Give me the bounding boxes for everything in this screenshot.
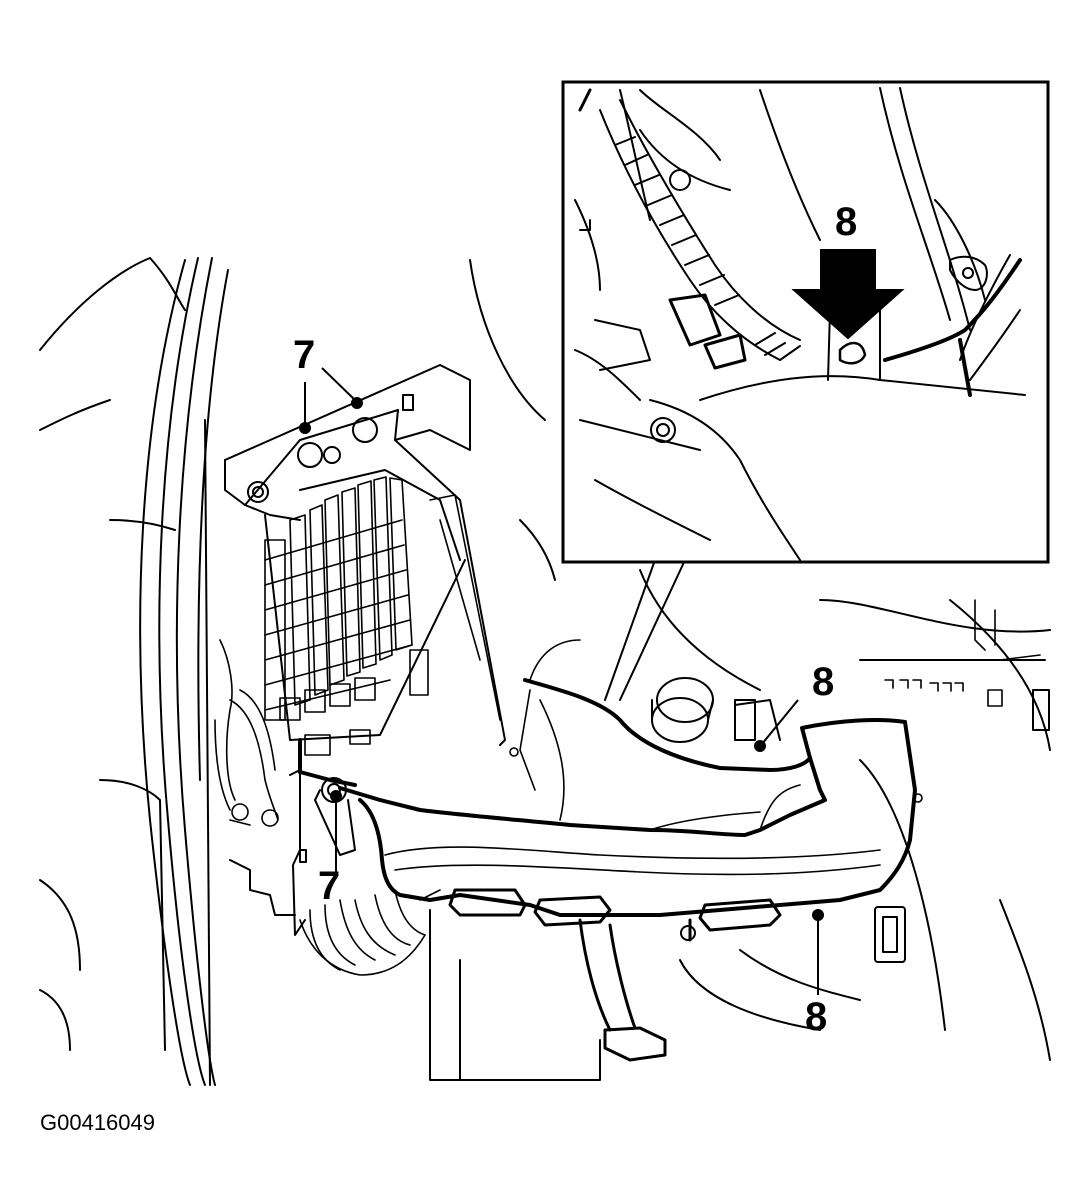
- callout-7-top: 7: [293, 333, 316, 377]
- detail-inset: [561, 80, 1050, 564]
- body-panel-lines: [429, 259, 1051, 1081]
- harness-connectors: [448, 888, 782, 1062]
- harness-detail: [384, 639, 881, 876]
- clip-markings: [884, 599, 1041, 803]
- callout-8-lower: 8: [805, 995, 828, 1039]
- down-arrow-icon: [791, 249, 905, 340]
- figure-id: G00416049: [40, 1110, 155, 1135]
- inset-leader: [604, 559, 686, 701]
- callout-7-bottom: 7: [318, 864, 341, 908]
- callout-8-right: 8: [812, 660, 835, 704]
- a-pillar-lines: [39, 257, 229, 1086]
- fuse-grid: [264, 476, 519, 757]
- lower-wiring: [299, 889, 441, 976]
- fuse-box: [224, 364, 506, 746]
- left-wiring: [214, 639, 279, 827]
- callout-leaders: [299, 367, 824, 995]
- wiring-harness-duct: [298, 678, 917, 917]
- grommet: [651, 677, 781, 743]
- callout-8-inset: 8: [835, 200, 858, 244]
